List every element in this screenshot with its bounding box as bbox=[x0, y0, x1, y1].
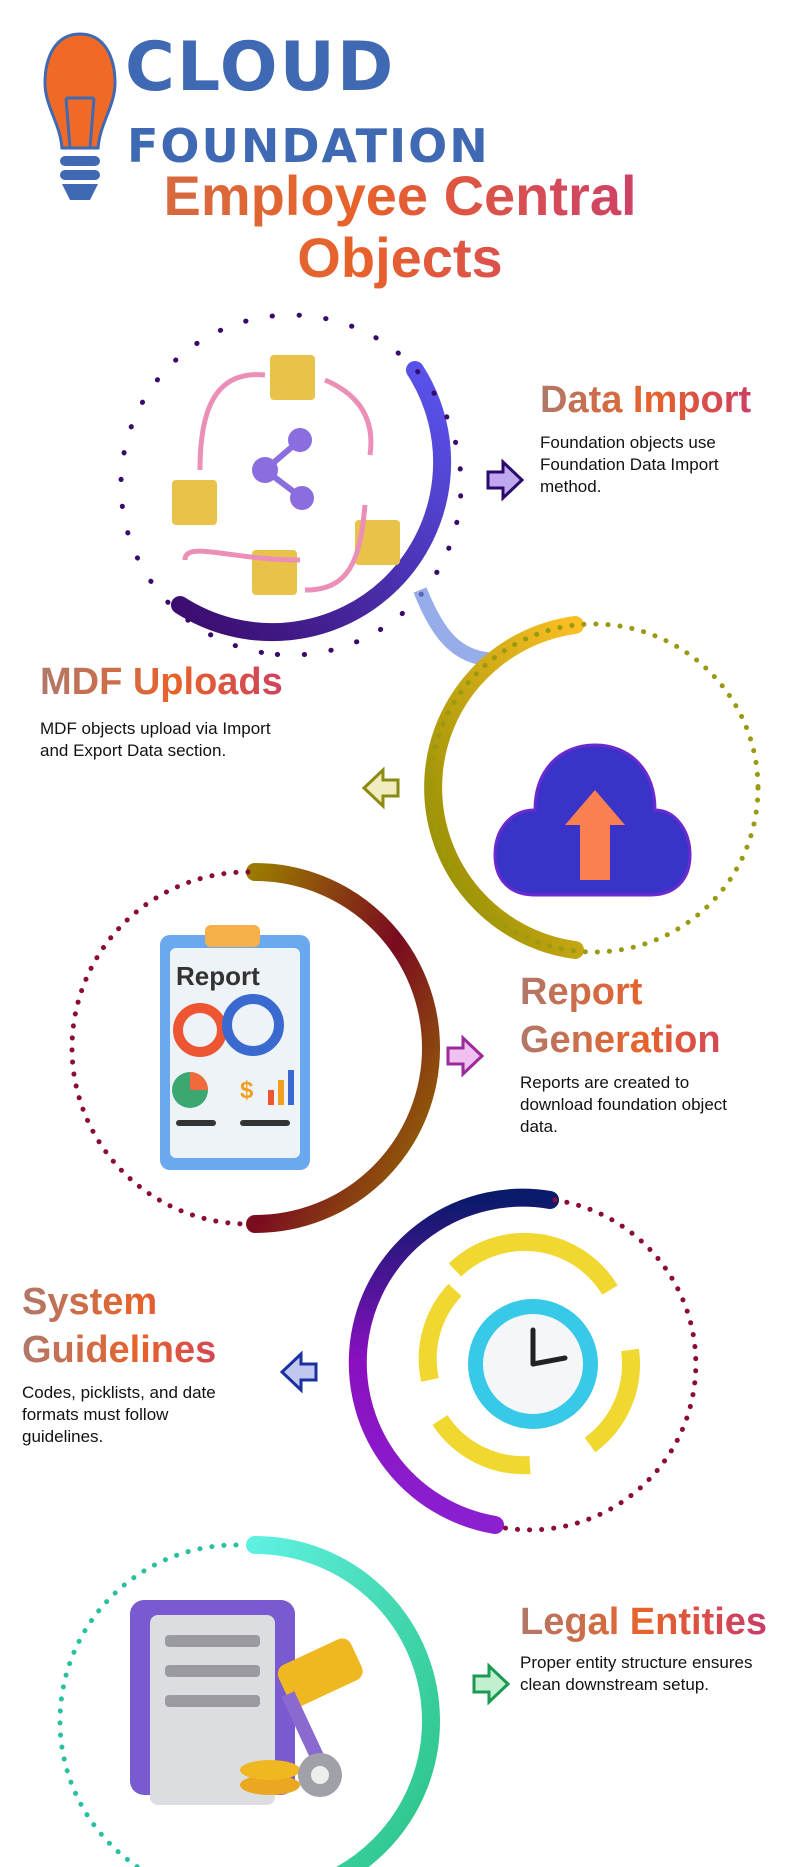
arrow-right-icon bbox=[472, 1662, 511, 1706]
section-report-generation: Report Generation Reports are created to… bbox=[520, 970, 790, 1138]
section-system-guidelines: System Guidelines Codes, picklists, and … bbox=[22, 1280, 282, 1448]
arrow-left-icon bbox=[279, 1350, 318, 1394]
report-label: Report bbox=[176, 961, 260, 991]
section-mdf-uploads: MDF Uploads MDF objects upload via Impor… bbox=[40, 660, 340, 762]
section-heading: System bbox=[22, 1280, 282, 1324]
section-text: Reports are created to bbox=[520, 1073, 690, 1092]
section-heading: Report bbox=[520, 970, 790, 1014]
arc-legal-entities bbox=[57, 1536, 440, 1867]
arc-mdf-uploads bbox=[424, 616, 761, 959]
section-heading: Data Import bbox=[540, 378, 790, 422]
arrow-right-icon bbox=[486, 458, 525, 502]
section-text: Foundation Data Import bbox=[540, 455, 719, 474]
section-text: guidelines. bbox=[22, 1427, 104, 1446]
report-clipboard-illustration: Report $ bbox=[160, 925, 310, 1170]
section-data-import: Data Import Foundation objects use Found… bbox=[540, 378, 790, 498]
clock-cycle-illustration bbox=[418, 1232, 640, 1475]
section-text: download foundation object bbox=[520, 1095, 727, 1114]
section-text: clean downstream setup. bbox=[520, 1675, 709, 1694]
section-text: Codes, picklists, and date bbox=[22, 1383, 216, 1402]
section-text: Proper entity structure ensures bbox=[520, 1653, 753, 1672]
section-legal-entities: Legal Entities Proper entity structure e… bbox=[520, 1600, 800, 1696]
arc-system-guidelines bbox=[348, 1188, 699, 1534]
section-text: data. bbox=[520, 1117, 558, 1136]
cloud-upload-illustration bbox=[493, 743, 692, 897]
arrow-right-icon bbox=[446, 1034, 485, 1078]
section-heading: Legal Entities bbox=[520, 1600, 800, 1644]
section-text: Foundation objects use bbox=[540, 433, 716, 452]
section-text: MDF objects upload via Import bbox=[40, 719, 271, 738]
section-heading: Generation bbox=[520, 1018, 790, 1062]
section-heading: Guidelines bbox=[22, 1328, 282, 1372]
arc-report-generation bbox=[69, 863, 440, 1233]
arc-data-import bbox=[118, 312, 464, 658]
dollar-label: $ bbox=[240, 1077, 254, 1104]
logo-line1: CLOUD bbox=[125, 28, 396, 107]
lightbulb-icon bbox=[43, 32, 117, 200]
folders-share-illustration bbox=[172, 355, 400, 595]
section-text: formats must follow bbox=[22, 1405, 169, 1424]
section-text: method. bbox=[540, 477, 602, 496]
arrow-left-icon bbox=[361, 766, 400, 810]
section-heading: MDF Uploads bbox=[40, 660, 340, 704]
section-text: and Export Data section. bbox=[40, 741, 227, 760]
legal-gavel-illustration bbox=[130, 1600, 363, 1805]
logo-line2: FOUNDATION bbox=[127, 119, 490, 173]
